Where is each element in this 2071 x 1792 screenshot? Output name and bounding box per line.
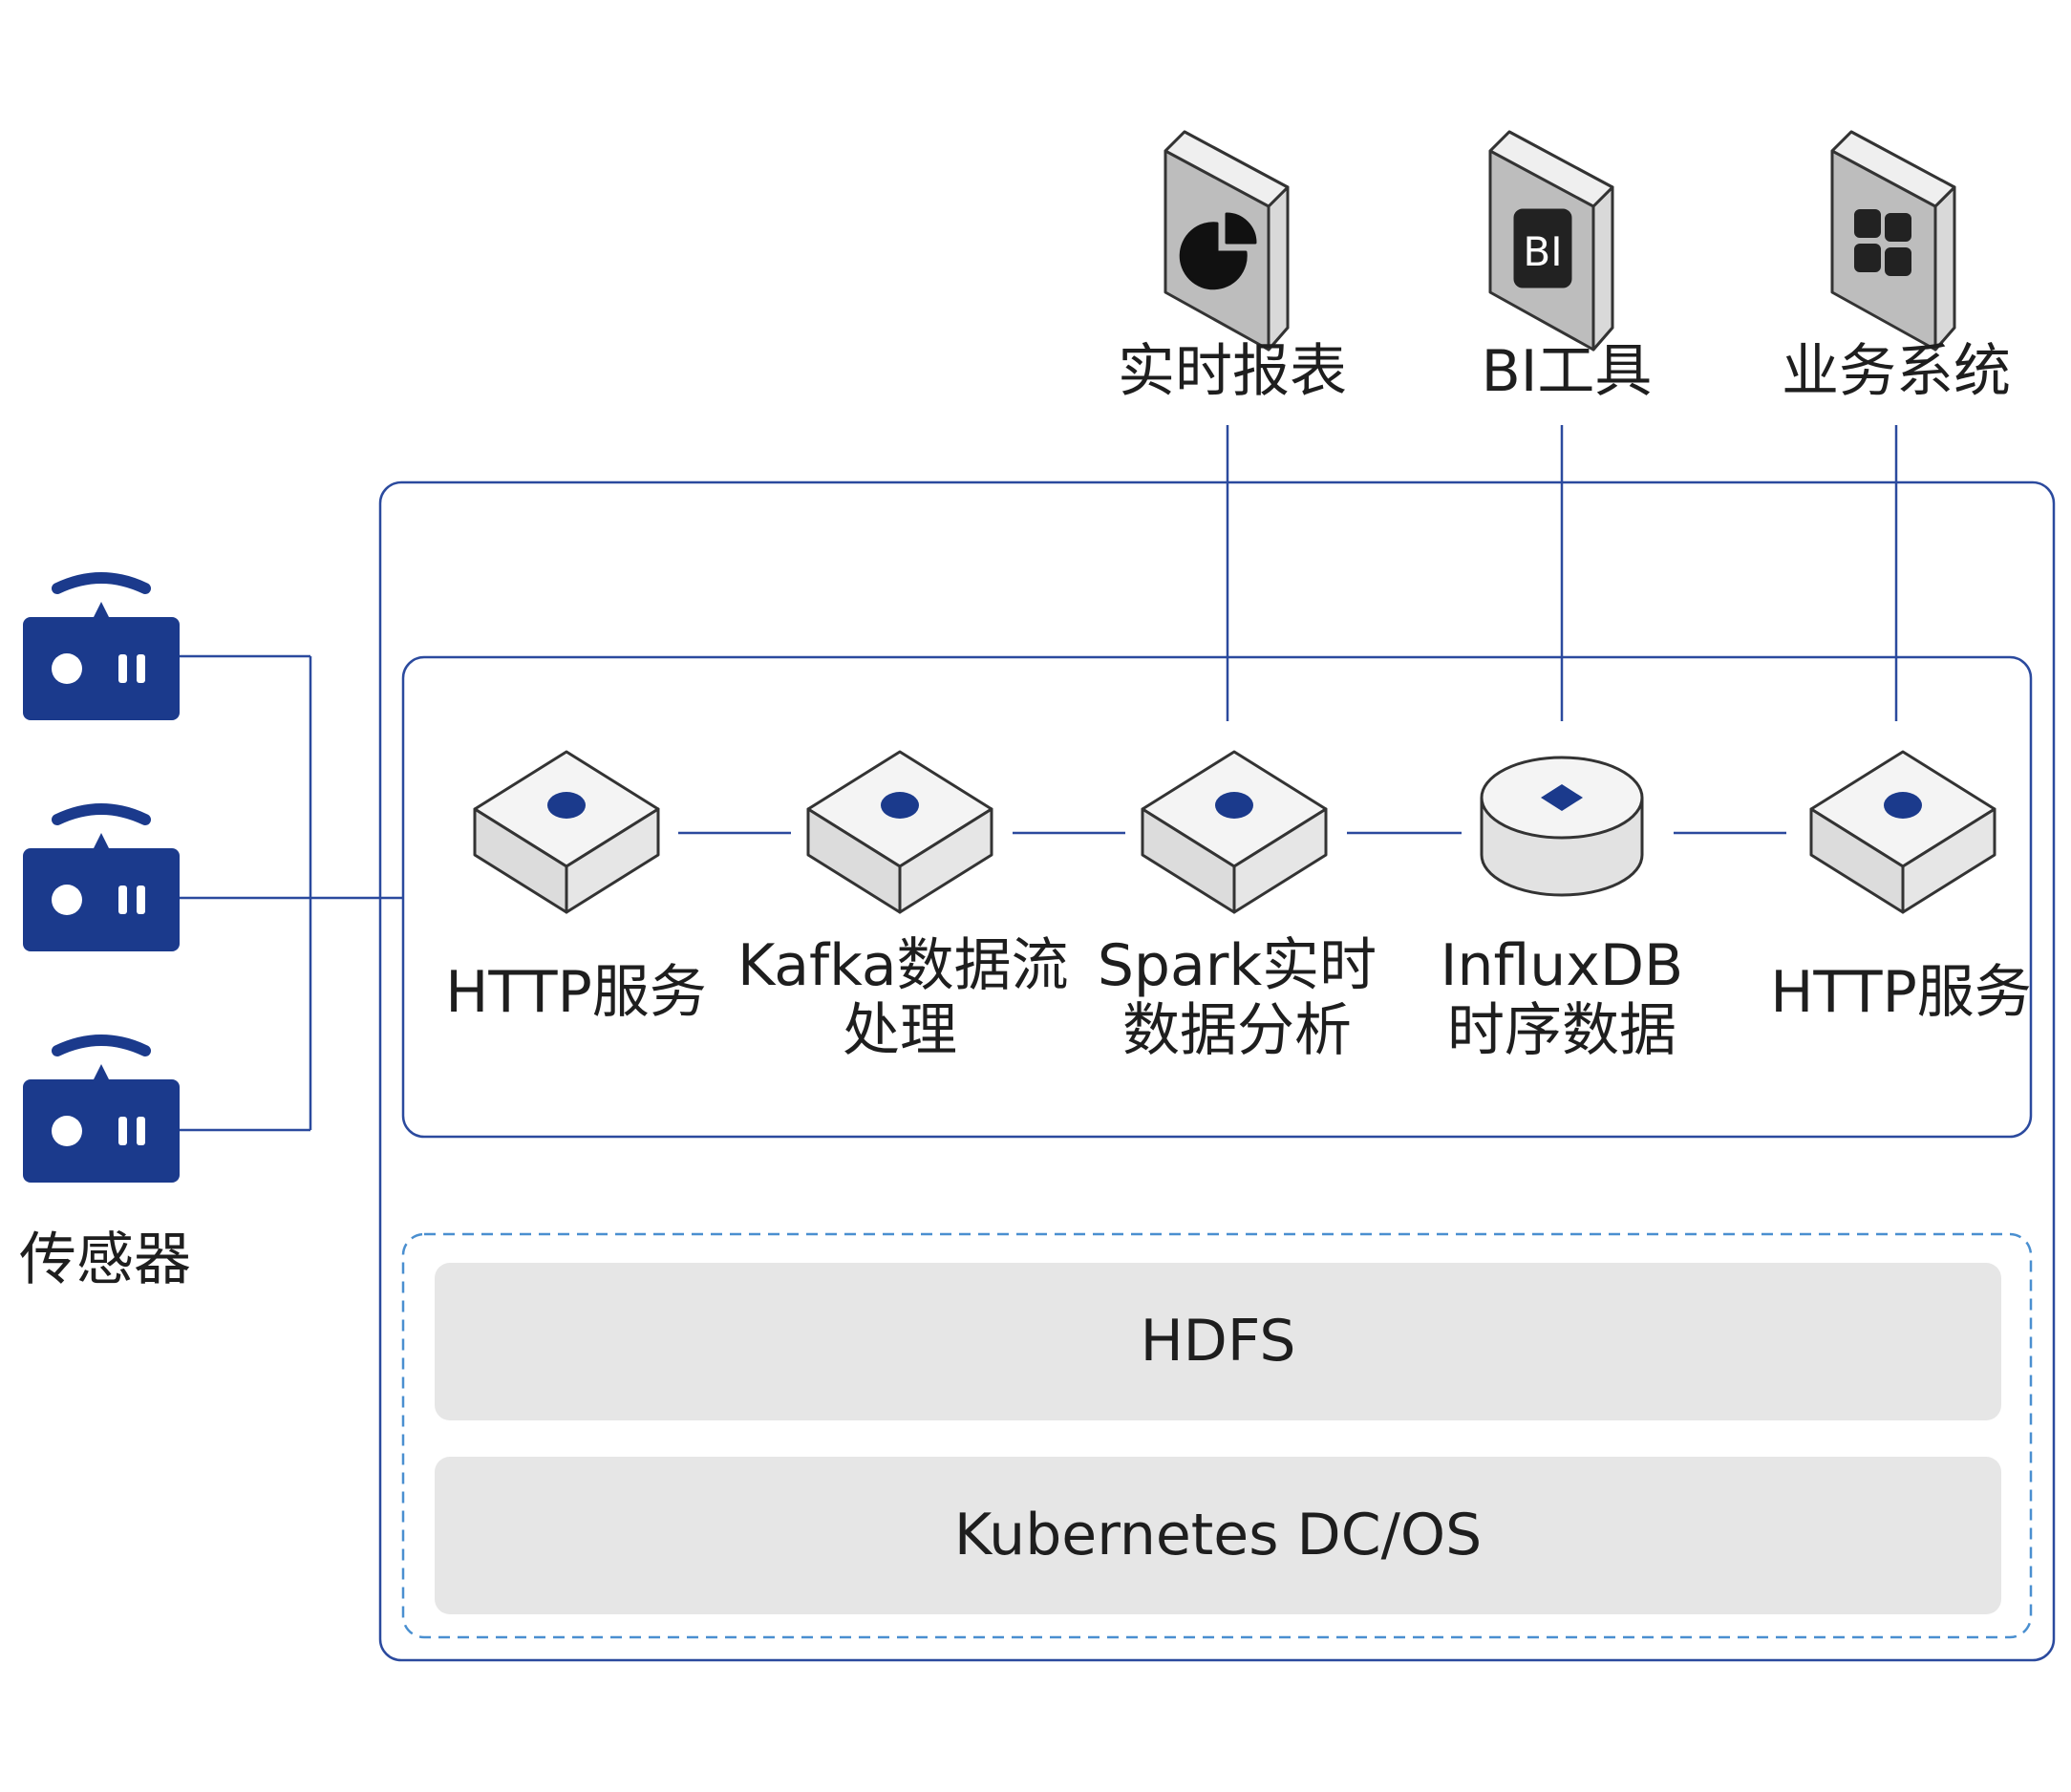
output-label-bi: BI工具 (1481, 338, 1653, 405)
sensor-device-icon (23, 803, 180, 951)
database-cylinder-icon (1480, 756, 1644, 897)
output-label-business: 业务系统 (1782, 338, 2011, 405)
svg-text:BI: BI (1523, 228, 1562, 275)
pipeline-label-line: 处理 (843, 997, 957, 1064)
storage-label-kubernetes: Kubernetes DC/OS (953, 1502, 1483, 1568)
pipeline-label-line: InfluxDB (1440, 932, 1684, 999)
pipeline-label-spark: Spark实时 数据分析 (1079, 933, 1395, 1063)
pipeline-label-line: Kafka数据流 (737, 932, 1069, 999)
pie-chart-icon (1164, 130, 1290, 352)
storage-frame (401, 1232, 2033, 1639)
pipeline-label-line: HTTP服务 (1770, 959, 2032, 1026)
pipeline-label-http-in: HTTP服务 (438, 960, 715, 1025)
sensor-device-icon (23, 1035, 180, 1183)
pipeline-label-http-out: HTTP服务 (1758, 960, 2044, 1025)
platform-frame (378, 480, 2056, 1662)
sensor-device-icon (23, 572, 180, 720)
pipeline-label-influxdb: InfluxDB 时序数据 (1414, 933, 1710, 1063)
bi-icon: BI (1488, 130, 1614, 352)
pipeline-label-line: Spark实时 (1097, 932, 1377, 999)
pipeline-label-line: HTTP服务 (445, 959, 707, 1026)
box-node-icon (473, 750, 660, 914)
box-node-icon (806, 750, 993, 914)
pipeline-label-kafka: Kafka数据流 处理 (737, 932, 1069, 1064)
output-label-report: 实时报表 (1118, 338, 1347, 405)
grid-icon (1830, 130, 1956, 352)
storage-label-hdfs: HDFS (1140, 1308, 1296, 1375)
sensor-label: 传感器 (19, 1227, 191, 1293)
pipeline-label-line: 数据分析 (1122, 997, 1352, 1064)
box-node-icon (1141, 750, 1328, 914)
storage-layer-kubernetes (435, 1457, 2001, 1614)
storage-layer-hdfs (435, 1263, 2001, 1420)
pipeline-label-line: 时序数据 (1447, 997, 1676, 1064)
sensor-wiring (180, 654, 403, 1132)
box-node-icon (1809, 750, 1996, 914)
